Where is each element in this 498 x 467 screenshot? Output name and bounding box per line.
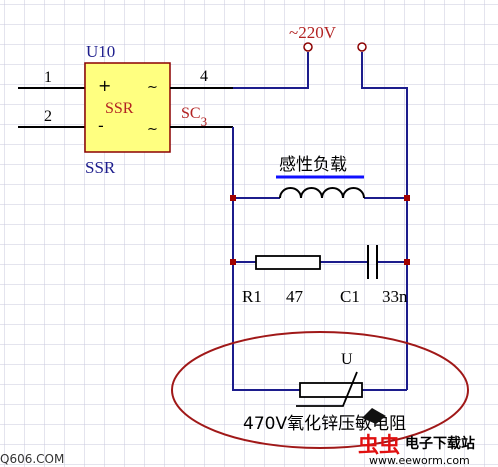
c1-designator: C1 [340, 287, 360, 306]
pin-plus-label: + [98, 76, 111, 95]
graduation-cap-icon [362, 408, 386, 424]
supply-voltage-label: ~220V [289, 23, 337, 42]
pin-1-label: 1 [44, 69, 52, 86]
ssr-designator: U10 [86, 42, 115, 61]
varistor-body [299, 382, 363, 398]
supply-terminal-right [357, 42, 367, 52]
c1-value: 33n [382, 287, 408, 306]
varistor-highlight-ellipse [171, 331, 469, 449]
net-label: SC3 [181, 105, 207, 129]
supply-terminal-left [303, 42, 313, 52]
watermark-logo: 虫虫 [358, 433, 400, 457]
r1-value: 47 [286, 287, 304, 306]
junction-dot [404, 195, 410, 201]
junction-dots [230, 195, 410, 265]
watermark-site: 电子下载站 [405, 435, 475, 452]
wire-left-bus [232, 127, 300, 391]
pin-tilde-bottom: ~ [147, 122, 158, 137]
r1-designator: R1 [242, 287, 262, 306]
inductor-coil [279, 187, 365, 199]
junction-dot [230, 195, 236, 201]
wire-right-bus [361, 52, 408, 390]
varistor-slash [296, 371, 358, 407]
pin-2-label: 2 [44, 108, 52, 125]
watermark-left: Q606.COM [0, 452, 64, 466]
ssr-body-label: SSR [105, 100, 134, 117]
resistor-r1 [255, 255, 321, 270]
pin-minus-label: - [98, 116, 104, 135]
circuit-wires [232, 52, 408, 391]
junction-dot [404, 259, 410, 265]
watermark-url: www.eeworm.com [369, 454, 470, 467]
varistor-symbol: U [341, 351, 353, 368]
pin-4-label: 4 [200, 68, 208, 85]
load-label: 感性负载 [279, 155, 347, 175]
ssr-footprint-label: SSR [85, 158, 116, 177]
ssr-body [84, 62, 171, 153]
pin-tilde-top: ~ [147, 80, 158, 95]
wire-pin4-to-terminal [233, 52, 309, 89]
junction-dot [230, 259, 236, 265]
